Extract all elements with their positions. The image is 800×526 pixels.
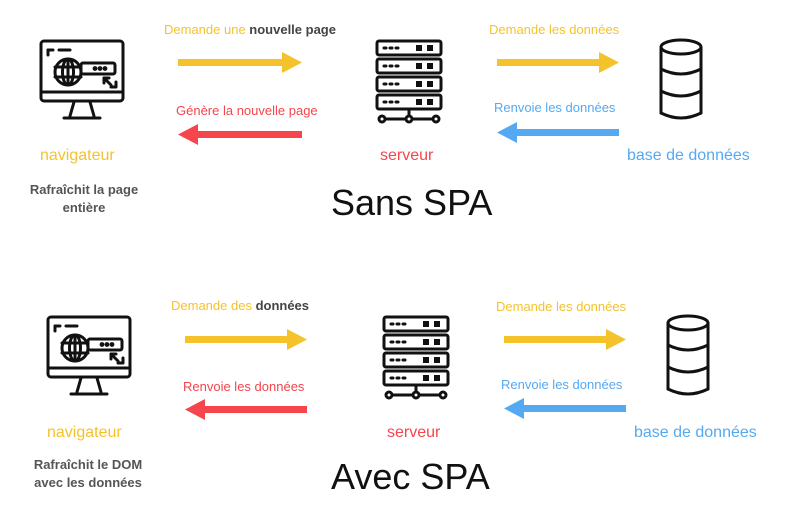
diagram-title: Sans SPA xyxy=(331,182,493,223)
arrow-database-to-server xyxy=(497,122,619,149)
browser-note-line1: Rafraîchit le DOM xyxy=(33,457,143,472)
browser-label: navigateur xyxy=(40,147,115,164)
database-label: base de données xyxy=(634,424,757,441)
request-data-label: Demande des données xyxy=(171,298,309,313)
request-data-label: Demande les données xyxy=(489,22,620,37)
request-page-label: Demande une nouvelle page xyxy=(164,22,336,37)
arrow-server-to-browser xyxy=(185,399,307,426)
request-label-bold: données xyxy=(255,298,310,313)
response-data-db-label: Renvoie les données xyxy=(501,377,623,392)
arrow-browser-to-server xyxy=(178,52,302,79)
response-page-label: Génère la nouvelle page xyxy=(176,103,318,118)
arrow-browser-to-server xyxy=(185,329,307,356)
diagram-avec-spa: navigateur Rafraîchit le DOM avec les do… xyxy=(0,276,800,526)
server-label: serveur xyxy=(380,147,434,164)
server-rack-icon xyxy=(374,38,444,126)
arrow-database-to-server xyxy=(504,398,626,425)
diagram-title: Avec SPA xyxy=(331,456,490,497)
browser-note-line2: entière xyxy=(62,200,106,215)
request-label-plain: Demande une xyxy=(164,22,250,37)
browser-note-line2: avec les données xyxy=(34,475,142,490)
diagram-sans-spa: navigateur Rafraîchit la page entière De… xyxy=(0,0,800,250)
request-label-bold: nouvelle page xyxy=(249,22,336,37)
request-data-db-label: Demande les données xyxy=(496,299,627,314)
arrow-server-to-database xyxy=(504,329,626,356)
browser-label: navigateur xyxy=(47,424,122,441)
browser-note-line1: Rafraîchit la page xyxy=(29,182,139,197)
request-label-plain: Demande des xyxy=(171,298,256,313)
database-icon xyxy=(657,37,705,125)
database-icon xyxy=(664,313,712,401)
response-data-label: Renvoie les données xyxy=(183,379,305,394)
browser-globe-icon xyxy=(38,38,126,124)
browser-globe-icon xyxy=(45,314,133,400)
database-label: base de données xyxy=(627,147,750,164)
arrow-server-to-database xyxy=(497,52,619,79)
arrow-server-to-browser xyxy=(178,124,302,151)
browser-note: Rafraîchit le DOM avec les données xyxy=(18,456,158,492)
server-label: serveur xyxy=(387,424,441,441)
server-rack-icon xyxy=(381,314,451,402)
browser-note: Rafraîchit la page entière xyxy=(14,181,154,217)
response-data-label: Renvoie les données xyxy=(494,100,616,115)
